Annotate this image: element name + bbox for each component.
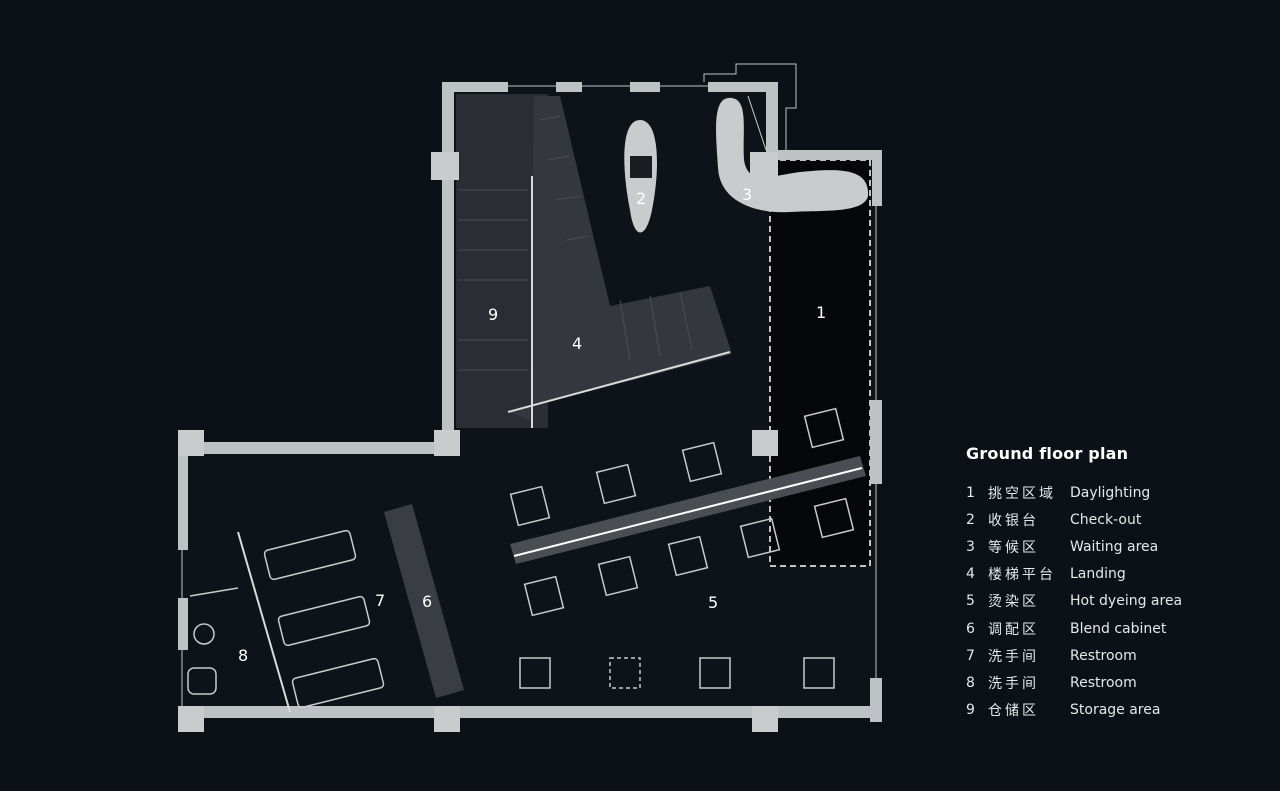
zone-label-2: 2 [636,189,646,208]
legend-zh: 楼梯平台 [988,567,1056,584]
legend-en: Daylighting [1070,484,1151,501]
stair-treads [458,115,693,371]
legend-num: 4 [966,566,975,583]
legend-row: 1 挑空区域 Daylighting [966,479,1266,506]
styling-chairs [509,407,855,689]
legend-en: Waiting area [1070,538,1159,555]
zone-label-5: 5 [708,593,718,612]
legend-row: 6 调配区 Blend cabinet [966,615,1266,642]
legend-zh: 仓储区 [988,703,1039,720]
wash-beds [263,529,385,709]
legend-zh: 调配区 [988,621,1039,638]
legend-num: 8 [966,674,975,691]
zone-label-4: 4 [572,334,582,353]
columns [178,152,778,732]
legend-en: Landing [1070,566,1126,583]
legend-num: 1 [966,484,975,501]
zone-label-1: 1 [816,303,826,322]
checkout-counter [624,120,657,233]
legend-row: 2 收银台 Check-out [966,506,1266,533]
legend-zh: 洗手间 [988,675,1039,692]
legend-en: Storage area [1070,702,1161,719]
legend-row: 5 烫染区 Hot dyeing area [966,588,1266,615]
legend-zh: 烫染区 [988,594,1039,611]
legend-num: 6 [966,620,975,637]
zone-label-3: 3 [742,185,752,204]
legend-row: 4 楼梯平台 Landing [966,561,1266,588]
landing-area [510,96,732,420]
legend-zh: 洗手间 [988,648,1039,665]
legend-en: Restroom [1070,647,1137,664]
legend-en: Hot dyeing area [1070,593,1183,610]
legend-title: Ground floor plan [966,444,1129,463]
legend-num: 7 [966,647,975,664]
landing-edge [507,351,731,413]
blend-cabinet [384,504,464,698]
legend-zh: 收银台 [988,512,1039,529]
zone-label-7: 7 [375,591,385,610]
waiting-door-swing [747,95,767,151]
window-lines [181,63,877,706]
legend-zh: 等候区 [988,539,1039,556]
legend-en: Blend cabinet [1070,620,1167,637]
legend: Ground floor plan 1 挑空区域 Daylighting 2 收… [966,444,1266,724]
legend-num: 3 [966,538,975,555]
zone-label-8: 8 [238,646,248,665]
legend-num: 5 [966,593,975,610]
styling-counter [510,456,866,564]
storage-stair-area [456,94,548,428]
legend-zh: 挑空区域 [988,485,1056,502]
legend-row: 8 洗手间 Restroom [966,669,1266,696]
walls [178,82,882,722]
zone-label-6: 6 [422,592,432,611]
toilet-fixtures [187,587,239,695]
legend-row: 9 仓储区 Storage area [966,697,1266,724]
legend-en: Restroom [1070,674,1137,691]
legend-en: Check-out [1070,511,1142,528]
legend-num: 9 [966,702,975,719]
zone-label-9: 9 [488,305,498,324]
legend-row: 7 洗手间 Restroom [966,642,1266,669]
waiting-sofa [716,97,869,213]
daylighting-void [770,160,870,566]
restroom-partition [237,531,291,713]
legend-num: 2 [966,511,975,528]
legend-row: 3 等候区 Waiting area [966,533,1266,560]
